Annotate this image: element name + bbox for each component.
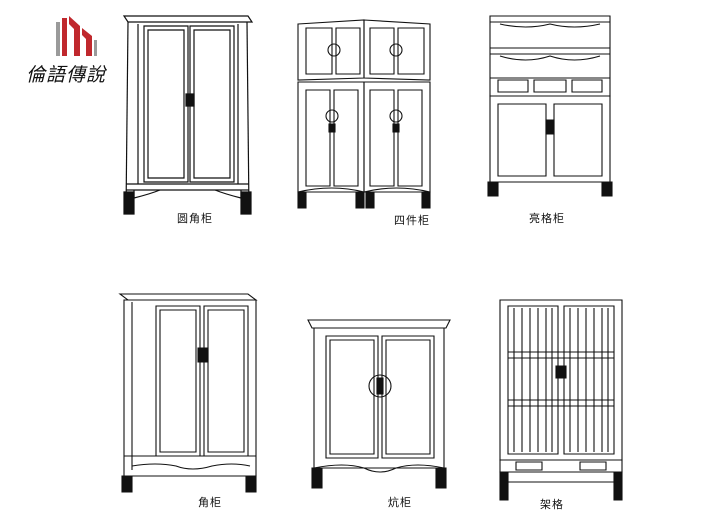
cabinet-shelf-frame [496,296,626,506]
cabinet-round-corner [120,12,255,222]
cabinet-kang [304,316,454,496]
cabinet-label: 圆角柜 [177,212,213,225]
cabinet-label: 四件柜 [394,214,430,227]
brand-logo: 倫語傳說 [22,14,122,94]
logo-mark-icon [56,16,97,56]
cabinet-label: 角柜 [198,496,222,509]
cabinet-display-shelf [486,12,616,197]
cabinet-label: 亮格柜 [529,212,565,225]
cabinet-label: 炕柜 [388,496,412,509]
cabinet-corner [116,290,261,495]
cabinet-four-piece [292,16,437,211]
logo-text: 倫語傳說 [26,64,107,86]
cabinet-label: 架格 [540,498,564,511]
